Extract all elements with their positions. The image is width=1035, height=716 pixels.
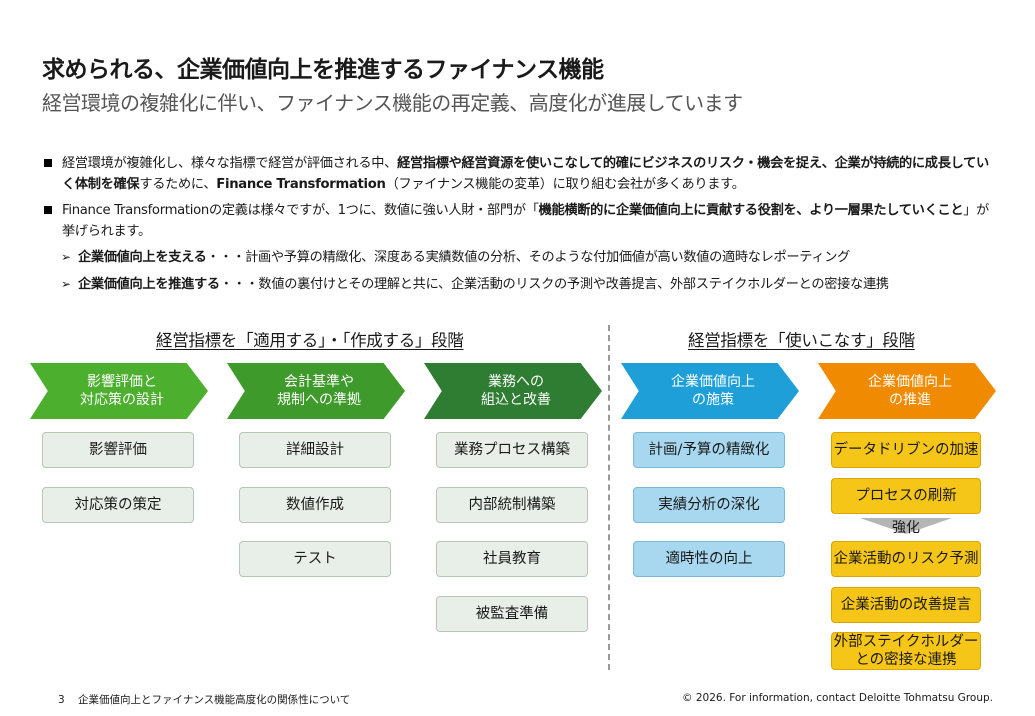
- chevron-operations: 業務への 組込と改善: [424, 363, 602, 419]
- chevron-compliance: 会計基準や 規制への準拠: [227, 363, 405, 419]
- section-label-apply: 経営指標を「適用する」・「作成する」段階: [156, 331, 464, 350]
- step-box: 実績分析の深化: [633, 487, 785, 523]
- square-bullet-icon: [44, 206, 52, 214]
- footer-page-info: 3 企業価値向上とファイナンス機能高度化の関係性について: [58, 694, 351, 706]
- step-box: 詳細設計: [239, 432, 391, 468]
- step-box: 影響評価: [42, 432, 194, 468]
- step-box: 内部統制構築: [436, 487, 588, 523]
- chevron-impact-assessment: 影響評価と 対応策の設計: [30, 363, 208, 419]
- arrow-bullet-icon: ➢: [61, 250, 71, 264]
- step-box: データドリブンの加速: [831, 432, 981, 468]
- step-box: プロセスの刷新: [831, 478, 981, 514]
- bullet-item: 経営環境が複雑化し、様々な指標で経営が評価される中、経営指標や経営資源を使いこな…: [44, 153, 994, 195]
- bullet-list: 経営環境が複雑化し、様々な指標で経営が評価される中、経営指標や経営資源を使いこな…: [44, 153, 994, 301]
- page-subtitle: 経営環境の複雑化に伴い、ファイナンス機能の再定義、高度化が進展しています: [42, 91, 743, 115]
- sub-bullet-item: ➢ 企業価値向上を支える・・・計画や予算の精緻化、深度ある実績数値の分析、そのよ…: [44, 247, 994, 268]
- step-box: 数値作成: [239, 487, 391, 523]
- step-box: 被監査準備: [436, 596, 588, 632]
- step-box: 業務プロセス構築: [436, 432, 588, 468]
- strengthen-label: 強化: [892, 520, 920, 536]
- footer-copyright: © 2026. For information, contact Deloitt…: [682, 692, 993, 704]
- step-box: 企業活動の改善提言: [831, 587, 981, 623]
- step-box: 企業活動のリスク予測: [831, 541, 981, 577]
- step-box: 適時性の向上: [633, 541, 785, 577]
- step-box: 社員教育: [436, 541, 588, 577]
- page-title: 求められる、企業価値向上を推進するファイナンス機能: [42, 57, 604, 83]
- chevron-value-promotion: 企業価値向上 の推進: [818, 363, 996, 419]
- step-box: 対応策の策定: [42, 487, 194, 523]
- chevron-value-measures: 企業価値向上 の施策: [621, 363, 799, 419]
- sub-bullet-item: ➢ 企業価値向上を推進する・・・数値の裏付けとその理解と共に、企業活動のリスクの…: [44, 274, 994, 295]
- step-box: 計画/予算の精緻化: [633, 432, 785, 468]
- step-box: 外部ステイクホルダー との密接な連携: [831, 632, 981, 670]
- square-bullet-icon: [44, 159, 52, 167]
- arrow-bullet-icon: ➢: [61, 277, 71, 291]
- section-divider: [608, 325, 610, 670]
- down-triangle-icon: [860, 518, 952, 534]
- step-box: テスト: [239, 541, 391, 577]
- bullet-item: Finance Transformationの定義は様々ですが、1つに、数値に強…: [44, 200, 994, 242]
- section-label-use: 経営指標を「使いこなす」段階: [688, 331, 915, 350]
